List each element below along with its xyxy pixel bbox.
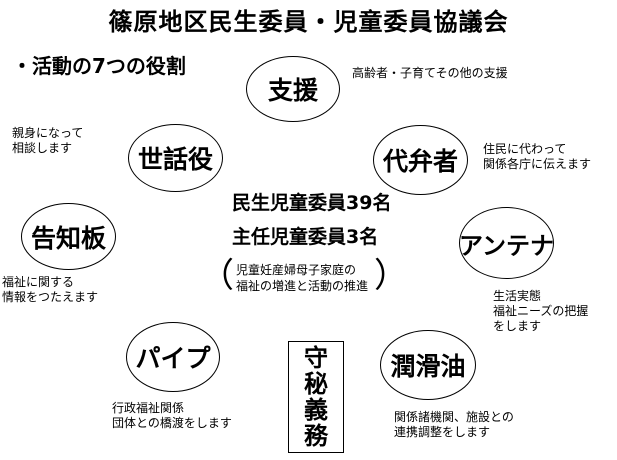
role-shien-desc-line: 高齢者・子育てその他の支援 [352,66,508,80]
role-daibensha-desc-line: 住民に代わって [483,142,567,156]
role-junkatsuyu-desc: 関係諸機関、施設との 連携調整をします [394,410,514,440]
role-sewayaku-desc: 親身になって 相談します [12,126,83,156]
role-antenna: アンテナ [459,207,554,279]
role-junkatsuyu-desc-line: 関係諸機関、施設との [394,410,514,424]
role-daibensha-label: 代弁者 [382,147,458,176]
role-kokuchiban-desc-line: 福祉に関する [2,275,75,289]
role-daibensha: 代弁者 [373,125,468,195]
role-junkatsuyu-desc-line: 連携調整をします [394,425,491,439]
role-daibensha-desc-line: 関係各庁に伝えます [483,157,592,171]
secrecy-char: 義 [304,396,328,424]
center-mission-line: 児童妊産婦母子家庭の [236,263,357,277]
role-sewayaku-label: 世話役 [137,145,213,174]
role-kokuchiban: 告知板 [21,203,116,270]
role-shien-desc: 高齢者・子育てその他の支援 [352,66,508,81]
role-sewayaku-desc-line: 親身になって [12,126,84,140]
center-mission: 児童妊産婦母子家庭の 福祉の増進と活動の推進 [236,262,368,294]
secrecy-char: 務 [304,422,328,450]
role-junkatsuyu-label: 潤滑油 [390,352,466,381]
page-title: 篠原地区民生委員・児童委員協議会 [108,8,509,36]
role-pipe-desc: 行政福祉関係 団体との橋渡をします [112,401,232,431]
center-paren-open: （ [200,256,234,296]
role-antenna-desc-line: をします [493,319,542,333]
role-daibensha-desc: 住民に代わって 関係各庁に伝えます [483,142,591,172]
role-pipe: パイプ [126,322,220,392]
role-pipe-desc-line: 団体との橋渡をします [112,416,232,430]
center-paren-close: ） [374,256,408,296]
role-pipe-label: パイプ [135,344,211,373]
center-member-count: 民生児童委員39名 [232,192,392,214]
role-shien: 支援 [246,56,340,122]
role-junkatsuyu: 潤滑油 [380,330,476,400]
role-kokuchiban-label: 告知板 [30,223,106,253]
role-kokuchiban-desc: 福祉に関する 情報をつたえます [2,275,98,305]
role-antenna-desc: 生活実態 福祉ニーズの把握 をします [493,289,588,334]
secrecy-char: 守 [304,344,328,372]
role-shien-label: 支援 [267,76,318,105]
roles-heading: ・活動の7つの役割 [12,54,186,78]
center-chief-count: 主任児童委員3名 [232,226,379,248]
role-sewayaku-desc-line: 相談します [12,141,73,155]
secrecy-box: 守 秘 義 務 [288,341,344,453]
secrecy-char: 秘 [304,370,328,398]
role-antenna-desc-line: 福祉ニーズの把握 [493,304,589,318]
role-sewayaku: 世話役 [128,124,223,192]
center-mission-line: 福祉の増進と活動の推進 [236,279,369,293]
role-pipe-desc-line: 行政福祉関係 [112,401,185,415]
role-antenna-label: アンテナ [458,231,555,260]
role-antenna-desc-line: 生活実態 [493,289,542,303]
role-kokuchiban-desc-line: 情報をつたえます [2,290,99,304]
